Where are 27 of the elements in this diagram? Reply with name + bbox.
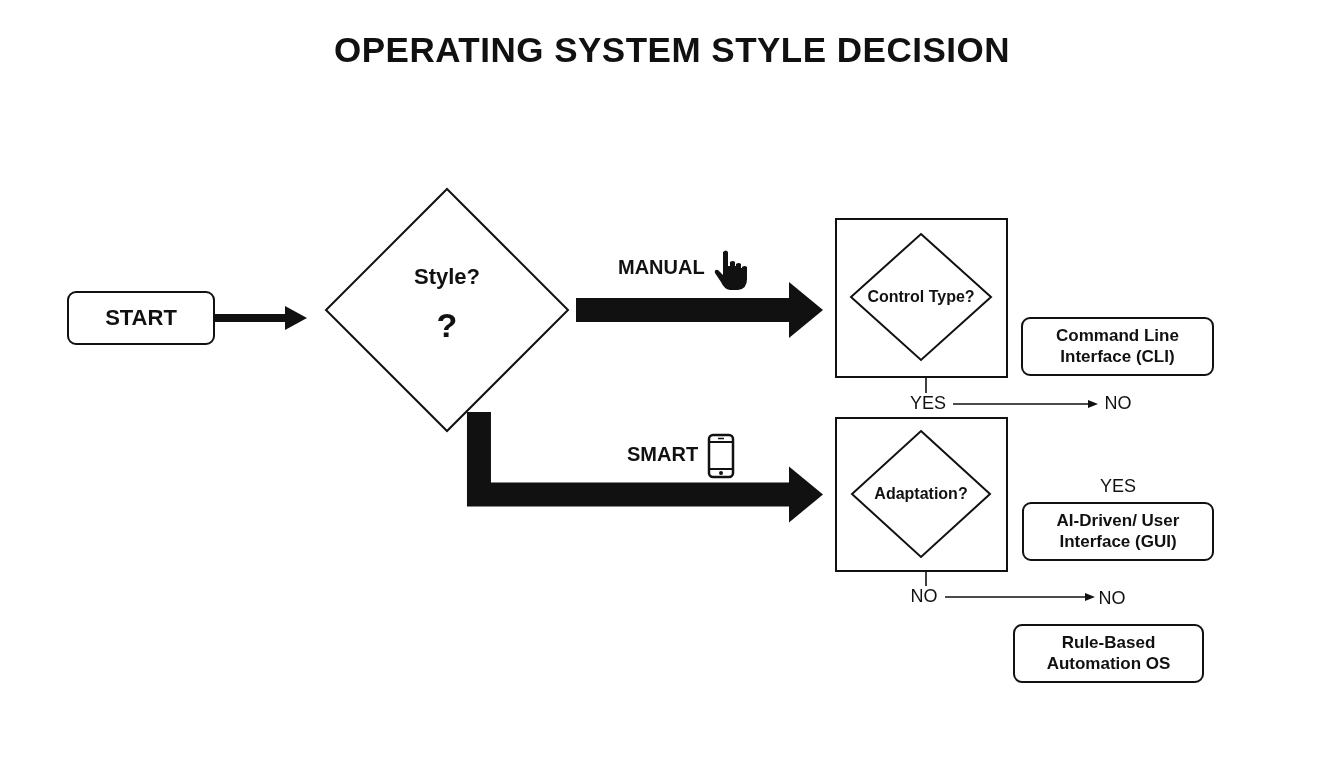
result-box (1021, 317, 1214, 376)
diagram-title: OPERATING SYSTEM STYLE DECISION (333, 30, 1010, 70)
node-label: START (105, 304, 177, 332)
decision-diamond (850, 233, 992, 361)
start-box (67, 291, 215, 345)
node-label: Rule-Based Automation OS (1045, 633, 1172, 674)
decision-diamond (851, 430, 991, 558)
decision-diamond (325, 188, 569, 432)
block-arrow (215, 306, 307, 330)
result-box (1013, 624, 1204, 683)
connector-line (925, 377, 927, 394)
block-arrow (576, 282, 823, 338)
container-box (835, 417, 1008, 572)
arrow (944, 593, 1095, 601)
node-label: AI-Driven/ User Interface (GUI) (1055, 511, 1181, 552)
node-label: Control Type? (867, 287, 975, 307)
node-label: Command Line Interface (CLI) (1055, 326, 1180, 367)
node-label: Style? (414, 264, 480, 291)
branch-label: YES (1099, 476, 1137, 498)
arrow (952, 400, 1098, 408)
branch-label: NO (1098, 588, 1126, 610)
connector-line (925, 571, 927, 587)
branch-label: NO (1104, 393, 1132, 415)
node-label: Adaptation? (874, 484, 968, 504)
question-mark: ? (436, 304, 458, 346)
branch-label: NO (910, 586, 938, 608)
container-box (835, 218, 1008, 378)
